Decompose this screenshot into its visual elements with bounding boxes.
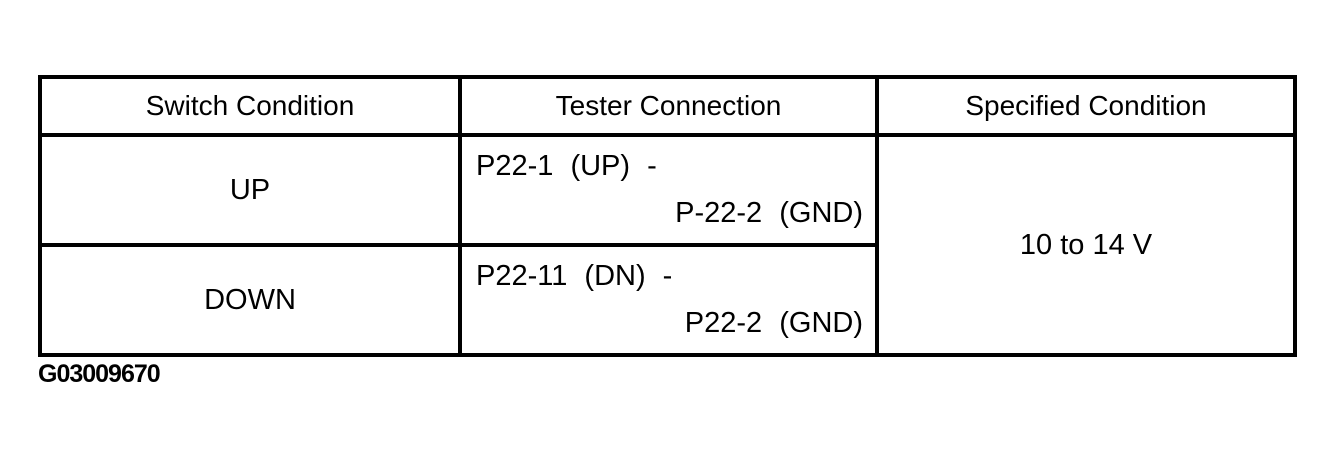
column-header-tester-connection: Tester Connection [458,75,879,137]
column-header-switch-condition: Switch Condition [38,75,462,137]
tester-connection-up-line2: P-22-2 (GND) [675,197,863,229]
specified-condition-value-cell: 10 to 14 V [875,133,1297,357]
switch-test-spec-table: Switch Condition Tester Connection Speci… [38,75,1297,357]
switch-condition-down-cell: DOWN [38,243,462,357]
tester-connection-down-line2: P22-2 (GND) [684,307,863,339]
tester-connection-up-cell: P22-1 (UP) - P-22-2 (GND) [458,133,879,247]
table-row-up: UP P22-1 (UP) - P-22-2 (GND) 10 to 14 V [38,133,1297,357]
tester-connection-up-line1: P22-1 (UP) - [476,150,657,182]
column-header-specified-condition: Specified Condition [875,75,1297,137]
switch-condition-up-cell: UP [38,133,462,247]
tester-connection-down-cell: P22-11 (DN) - P22-2 (GND) [458,243,879,357]
figure-id-label: G03009670 [38,360,161,388]
table-row-down: DOWN P22-11 (DN) - P22-2 (GND) [38,243,1295,357]
tester-connection-down-line1: P22-11 (DN) - [476,260,673,292]
header-row: Switch Condition Tester Connection Speci… [38,75,1297,137]
